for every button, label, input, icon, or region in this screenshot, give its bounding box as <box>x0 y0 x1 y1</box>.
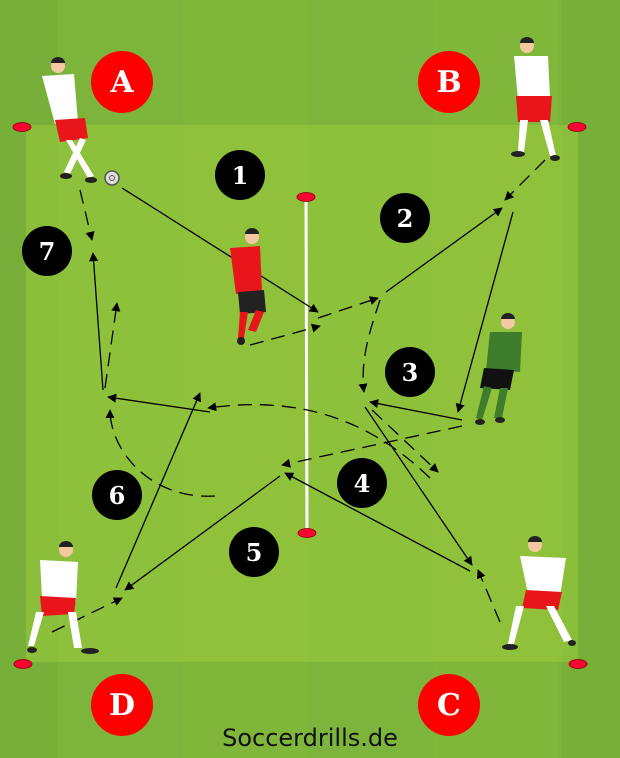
step-badge-2: 2 <box>380 193 430 243</box>
station-label-b: B <box>418 51 480 113</box>
station-label-a: A <box>91 51 153 113</box>
station-label-c: C <box>418 674 480 736</box>
run-arrows <box>51 159 546 633</box>
step-badge-1: 1 <box>215 150 265 200</box>
player-a-icon <box>42 57 97 183</box>
player-red-icon <box>230 228 266 345</box>
cone-icon <box>296 192 316 202</box>
pass-arrows <box>89 187 514 591</box>
cone-icon <box>13 659 33 669</box>
step-badge-7: 7 <box>22 226 72 276</box>
inner-field <box>26 125 578 662</box>
station-label-d: D <box>91 674 153 736</box>
cones <box>12 122 588 669</box>
player-b-icon <box>511 37 560 161</box>
brand-watermark: Soccerdrills.de <box>222 724 398 752</box>
step-badge-6: 6 <box>92 470 142 520</box>
step-badge-3: 3 <box>385 347 435 397</box>
cone-icon <box>297 528 317 538</box>
step-badge-4: 4 <box>337 458 387 508</box>
center-line <box>304 196 309 534</box>
cone-icon <box>568 659 588 669</box>
player-green-icon <box>475 313 522 425</box>
soccer-ball-icon <box>104 170 120 186</box>
player-d-icon <box>27 541 99 654</box>
step-badge-5: 5 <box>229 527 279 577</box>
cone-icon <box>12 122 32 132</box>
player-c-icon <box>502 536 576 650</box>
cone-icon <box>567 122 587 132</box>
